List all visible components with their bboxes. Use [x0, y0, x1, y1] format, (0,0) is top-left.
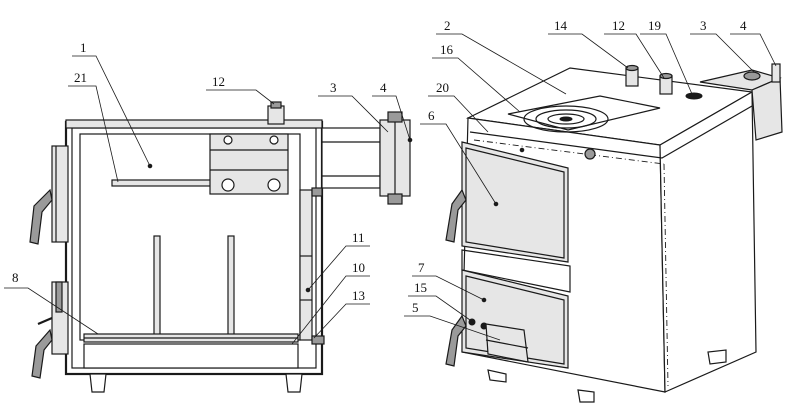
air-flap	[485, 323, 529, 363]
callout-7: 7	[418, 260, 425, 275]
ash-pan	[83, 343, 299, 369]
callout-1: 1	[80, 40, 87, 55]
leg-left	[89, 373, 107, 393]
lower-door-handle-iso	[445, 314, 467, 367]
iso-leg-front	[487, 369, 507, 383]
callout-11: 11	[352, 230, 365, 245]
section-view	[29, 101, 411, 393]
upper-door-handle-iso	[445, 188, 467, 243]
upper-door	[461, 141, 569, 263]
callout-16: 16	[440, 42, 454, 57]
side-face	[659, 90, 757, 393]
callout-5: 5	[412, 300, 419, 315]
side-pipe	[299, 189, 313, 341]
top-pipe	[267, 105, 285, 125]
baffle-plate	[111, 179, 213, 187]
leg-right	[285, 373, 303, 393]
callouts: 1 21 12 3 4 11 10 13 8 2 14 12 19 3 4	[4, 18, 777, 345]
iso-leg-back	[707, 349, 727, 365]
flue-outlet	[321, 127, 381, 189]
iso-leg-corner	[577, 389, 595, 403]
callout-14: 14	[554, 18, 568, 33]
grate-rod-right	[227, 235, 235, 337]
callout-12-left: 12	[212, 74, 225, 89]
callout-19: 19	[648, 18, 661, 33]
callout-2: 2	[444, 18, 451, 33]
callout-10: 10	[352, 260, 365, 275]
lower-door-handle	[31, 328, 53, 379]
callout-4-left: 4	[380, 80, 387, 95]
callout-4-right: 4	[740, 18, 747, 33]
flue-outlet-side	[751, 77, 783, 141]
top-plate	[65, 119, 323, 129]
cooking-plate	[523, 105, 609, 133]
side-knob	[584, 148, 596, 160]
grate-rod-left	[153, 235, 161, 337]
callout-21: 21	[74, 70, 87, 85]
top-hole-19	[685, 92, 703, 100]
callout-3-left: 3	[330, 80, 337, 95]
callout-13: 13	[352, 288, 365, 303]
callout-3-right: 3	[700, 18, 707, 33]
callout-20: 20	[436, 80, 449, 95]
isometric-view	[445, 63, 783, 403]
upper-door-handle	[29, 188, 53, 245]
callout-8: 8	[12, 270, 19, 285]
callout-15: 15	[414, 280, 427, 295]
callout-6: 6	[428, 108, 435, 123]
callout-12-right: 12	[612, 18, 625, 33]
upper-door-section	[51, 145, 69, 243]
